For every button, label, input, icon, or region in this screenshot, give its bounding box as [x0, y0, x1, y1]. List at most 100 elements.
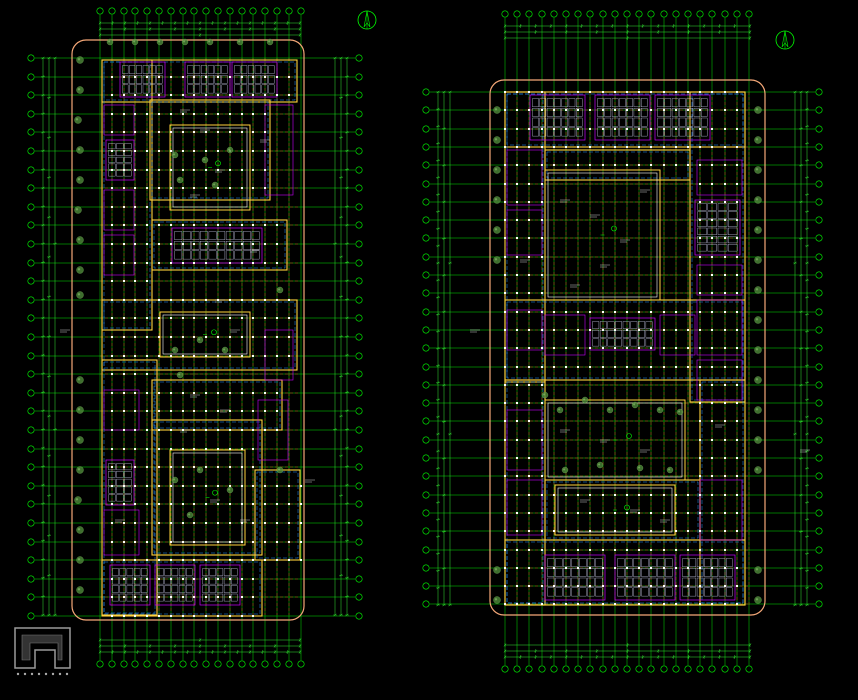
column — [288, 336, 290, 338]
axis-bubble-right — [355, 352, 363, 360]
column — [241, 317, 243, 319]
axis-bubble-top — [525, 10, 533, 18]
column — [736, 585, 738, 587]
dimension-line — [98, 33, 302, 37]
column — [602, 146, 604, 148]
column — [528, 201, 530, 203]
axis-bubble-bottom — [501, 665, 509, 673]
column — [504, 439, 506, 441]
axis-bubble-left — [27, 128, 35, 136]
columns — [504, 91, 738, 605]
axis-bubble-top — [538, 10, 546, 18]
axis-bubble-bottom — [721, 665, 729, 673]
column — [699, 146, 701, 148]
column — [252, 522, 254, 524]
axis-bubble-right — [355, 463, 363, 471]
axis-bubble-right — [355, 166, 363, 174]
column — [146, 559, 148, 561]
column — [111, 355, 113, 357]
column — [724, 567, 726, 569]
classroom-desks — [202, 568, 238, 602]
axis-bubble-top — [647, 10, 655, 18]
column — [229, 615, 231, 617]
column — [650, 146, 652, 148]
column — [123, 206, 125, 208]
column — [134, 169, 136, 171]
column — [146, 206, 148, 208]
column — [516, 128, 518, 130]
column — [663, 128, 665, 130]
dimension-line — [799, 90, 803, 607]
classroom-desks — [597, 98, 648, 137]
axis-bubble-bottom — [297, 660, 305, 668]
column — [276, 336, 278, 338]
tree-symbol — [493, 196, 501, 204]
column — [182, 150, 184, 152]
axis-bubble-bottom — [226, 660, 234, 668]
column — [504, 420, 506, 422]
column — [182, 336, 184, 338]
column — [264, 94, 266, 96]
keyplan-dot — [16, 672, 20, 676]
column — [193, 522, 195, 524]
room — [699, 479, 743, 541]
keyplan-dot — [51, 672, 55, 676]
column — [111, 578, 113, 580]
column — [193, 578, 195, 580]
column — [146, 336, 148, 338]
column — [111, 187, 113, 189]
column — [528, 237, 530, 239]
column — [577, 494, 579, 496]
column — [111, 392, 113, 394]
column — [626, 311, 628, 313]
column — [123, 355, 125, 357]
dimension-line — [448, 90, 452, 607]
courtyard-inner — [172, 452, 243, 543]
column — [182, 187, 184, 189]
axis-bubble-bottom — [599, 665, 607, 673]
axis-bubble-right — [355, 538, 363, 546]
axis-bubble-bottom — [574, 665, 582, 673]
column — [182, 94, 184, 96]
column — [134, 522, 136, 524]
axis-bubble-right — [355, 500, 363, 508]
column — [687, 512, 689, 514]
tree-symbol — [754, 566, 762, 574]
column — [229, 578, 231, 580]
column — [182, 541, 184, 543]
dimension-line — [503, 36, 752, 40]
column — [193, 317, 195, 319]
column — [264, 485, 266, 487]
axis-bubble-right — [355, 54, 363, 62]
column — [516, 91, 518, 93]
column — [516, 237, 518, 239]
column — [158, 615, 160, 617]
classroom — [679, 554, 736, 601]
column — [577, 603, 579, 605]
column — [724, 530, 726, 532]
axis-bubble-left — [27, 147, 35, 155]
column — [229, 317, 231, 319]
column — [528, 109, 530, 111]
wall-block — [151, 419, 263, 556]
column — [736, 420, 738, 422]
window-line — [103, 301, 296, 369]
column — [724, 549, 726, 551]
axis-bubble-left — [422, 381, 430, 389]
column — [241, 224, 243, 226]
column — [229, 559, 231, 561]
column — [541, 292, 543, 294]
courtyard-edge — [544, 169, 661, 301]
wall-block — [101, 359, 158, 616]
classroom — [231, 61, 278, 98]
dimension-line — [345, 56, 349, 617]
column — [241, 503, 243, 505]
column — [182, 76, 184, 78]
column — [134, 410, 136, 412]
column — [504, 109, 506, 111]
column — [528, 219, 530, 221]
column — [626, 530, 628, 532]
axis-bubble-top — [733, 10, 741, 18]
axis-bubble-left — [27, 277, 35, 285]
column — [553, 567, 555, 569]
